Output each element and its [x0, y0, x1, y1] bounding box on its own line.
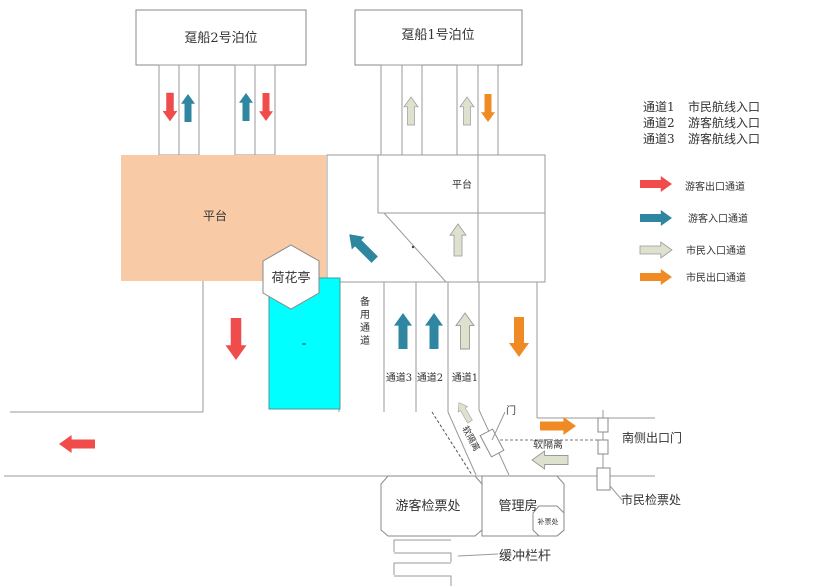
- citizen-exit-arrow: [509, 317, 529, 357]
- gate-label: 门: [506, 404, 516, 417]
- tourist-entry-arrow: [181, 94, 195, 122]
- citizen-checkpoint-label: 市民检票处: [621, 492, 681, 507]
- soft-isolation-label: 软隔离: [533, 438, 563, 451]
- tourist-entry-arrow: [342, 227, 382, 267]
- legend-label: 市民出口通道: [686, 271, 746, 284]
- right-platform-outline: [326, 154, 546, 283]
- berth-1-box: [354, 9, 523, 66]
- note-purpose: 市民航线入口: [688, 99, 760, 114]
- tourist-entry-arrow: [425, 313, 443, 349]
- citizen-entry-arrow: [455, 312, 475, 350]
- citizen-entry-arrow: [531, 450, 569, 470]
- channel-3-label: 通道3: [386, 371, 412, 384]
- tourist-exit-arrow: [162, 92, 178, 122]
- channel-notes: 通道1 市民航线入口 通道2 游客航线入口 通道3 游客航线入口: [643, 99, 760, 146]
- citizen-entry-arrow: [403, 96, 419, 126]
- pavilion-hexagon: [262, 244, 320, 310]
- legend-arrow-citizen-entry: [639, 241, 673, 259]
- citizen-entry-arrow: [449, 223, 467, 257]
- supplement-ticket-box: [532, 505, 565, 537]
- platform-left-label: 平台: [203, 208, 227, 223]
- tourist-entry-arrow: [239, 93, 253, 121]
- tourist-exit-arrow: [59, 435, 95, 453]
- tourist-checkpoint-label: 游客检票处: [395, 498, 460, 514]
- pavilion-label: 荷花亭: [271, 270, 310, 286]
- gate-box: [479, 428, 505, 458]
- pond-marker: =: [301, 341, 306, 348]
- legend-label: 游客入口通道: [688, 212, 748, 225]
- note-channel: 通道3: [643, 132, 675, 146]
- channel-1-label: 通道1: [452, 371, 478, 384]
- buffer-rails: [393, 539, 499, 586]
- buffer-rail-label: 缓冲栏杆: [499, 549, 551, 564]
- channel-lanes: [383, 282, 538, 476]
- note-purpose: 游客航线入口: [688, 131, 760, 146]
- citizen-entry-arrow: [459, 96, 475, 126]
- channel-2-label: 通道2: [417, 371, 443, 384]
- citizen-exit-arrow: [540, 417, 576, 435]
- legend-arrow-tourist-entry: [640, 210, 672, 226]
- svg-text:备用通道: 备用通道: [358, 295, 370, 348]
- berth-1-label: 趸船1号泊位: [401, 28, 474, 43]
- management-label: 管理房: [498, 498, 537, 514]
- note-channel: 通道2: [643, 116, 675, 130]
- berth-2-gangways: [158, 64, 276, 156]
- berth-2-box: [135, 9, 307, 66]
- berth-1-gangways: [380, 64, 499, 156]
- citizen-entry-arrow: [453, 399, 476, 425]
- tourist-exit-arrow: [259, 93, 273, 121]
- platform-right-label: 平台: [452, 178, 472, 191]
- tourist-checkpoint-box: [380, 475, 483, 537]
- legend-label: 市民入口通道: [686, 244, 746, 257]
- supplement-ticket-label: 补票处: [538, 517, 559, 526]
- legend-arrow-citizen-exit: [640, 269, 672, 285]
- legend-label: 游客出口通道: [685, 180, 745, 193]
- south-exit-corridor: [490, 410, 655, 501]
- south-exit-label: 南侧出口门: [622, 430, 682, 445]
- note-channel: 通道1: [643, 100, 675, 114]
- legend-arrow-tourist-exit: [640, 176, 672, 192]
- note-purpose: 游客航线入口: [688, 115, 760, 130]
- legend: 游客出口通道 游客入口通道 市民入口通道 市民出口通道: [685, 180, 748, 284]
- berth-2-label: 趸船2号泊位: [184, 31, 257, 46]
- tourist-exit-arrow: [225, 318, 247, 360]
- citizen-exit-arrow: [481, 94, 495, 122]
- tourist-entry-arrow: [394, 313, 412, 349]
- soft-isolation-diag-label: 软隔离: [459, 424, 482, 453]
- spare-channel-label: 备用通道: [358, 295, 370, 348]
